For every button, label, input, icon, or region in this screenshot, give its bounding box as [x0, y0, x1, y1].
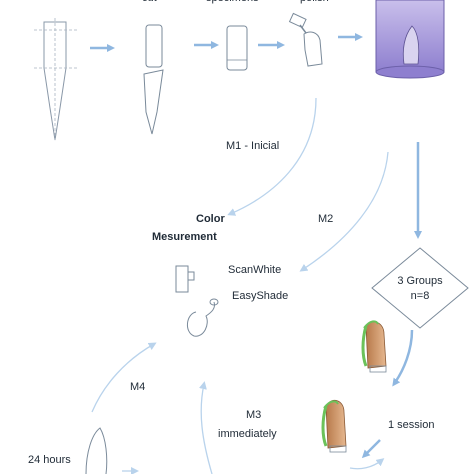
label-groups-2: n=8 [410, 290, 430, 302]
arrow-to-coated-tooth [392, 329, 414, 387]
label-color-measurement-2: Mesurement [152, 231, 217, 243]
label-color-measurement-1: Color [196, 213, 225, 225]
coated-tooth-1-icon [361, 320, 387, 373]
label-polish: polish [300, 0, 329, 4]
specimen-icon [226, 25, 248, 71]
resin-cylinder-icon [375, 0, 445, 79]
label-groups-1: 3 Groups [397, 275, 443, 287]
label-m4: M4 [130, 381, 146, 393]
label-m1: M1 - Inicial [226, 140, 280, 152]
tooth-24h-icon [85, 427, 108, 474]
m2-arrow [299, 151, 389, 272]
m4-arrow [91, 342, 157, 413]
arrow-bottom-right [349, 458, 385, 470]
label-m3: M3 [246, 409, 262, 421]
label-24-hours: 24 hours [28, 454, 71, 466]
coated-tooth-2-icon [321, 399, 347, 453]
label-cut: cut [142, 0, 157, 4]
m3-arrow [199, 381, 213, 474]
cut-tooth-icon [143, 24, 164, 135]
arrow-session [361, 439, 381, 459]
whole-tooth-icon [34, 18, 78, 141]
label-session: 1 session [388, 419, 435, 431]
groups-diamond [371, 247, 469, 329]
scanwhite-device-icon [175, 265, 195, 293]
label-easyshade: EasyShade [232, 290, 289, 302]
easyshade-device-icon [187, 298, 219, 337]
label-m2: M2 [318, 213, 334, 225]
m1-arrow [227, 97, 317, 216]
label-specimens: specimens [206, 0, 259, 4]
label-m3-sub: immediately [218, 428, 277, 440]
polish-icon [288, 12, 323, 67]
label-scanwhite: ScanWhite [228, 264, 282, 276]
